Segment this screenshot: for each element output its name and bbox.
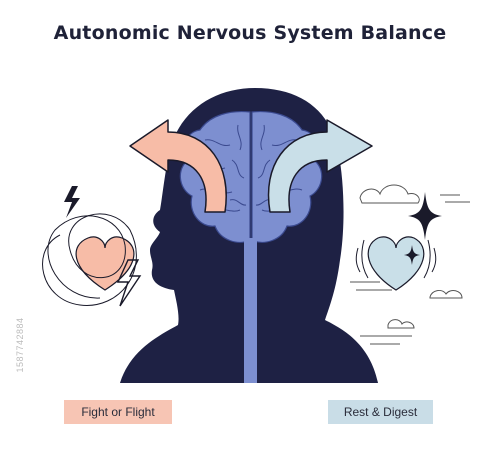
page-title: Autonomic Nervous System Balance bbox=[53, 22, 447, 44]
fight-or-flight-label: Fight or Flight bbox=[64, 400, 172, 424]
cloud-icon bbox=[350, 184, 470, 345]
arrow-right-icon bbox=[267, 119, 373, 213]
lightning-icon bbox=[64, 186, 80, 218]
heart-cool-icon bbox=[355, 236, 437, 291]
arrow-left-icon bbox=[129, 119, 227, 213]
sparkle-icon bbox=[408, 192, 442, 240]
lightning-icon bbox=[116, 259, 142, 307]
rest-and-digest-label: Rest & Digest bbox=[328, 400, 433, 424]
heart-warm-icon bbox=[42, 213, 137, 306]
sparkle-icon bbox=[404, 245, 420, 265]
spine-icon bbox=[244, 238, 257, 383]
side-watermark-id: 1587742884 bbox=[15, 317, 25, 373]
